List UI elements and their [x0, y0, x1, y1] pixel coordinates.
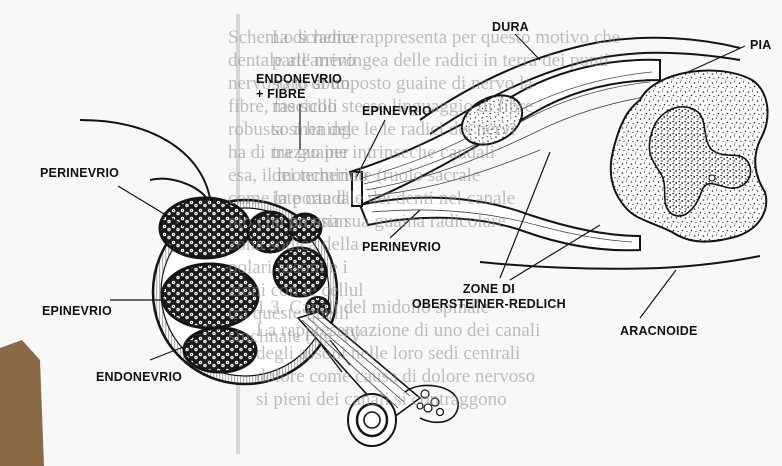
- label-epinevrio-top: EPINEVRIO: [362, 104, 432, 119]
- label-aracnoide: ARACNOIDE: [620, 324, 698, 339]
- bg-line: inte caudale dei denti nel canale: [272, 187, 620, 210]
- background-text-mid: 1.3. Canali del midollo spinale La rappr…: [256, 296, 540, 411]
- label-zone-obersteiner-redlich: ZONE DI OBERSTEINER-REDLICH: [412, 282, 566, 312]
- photo-corner: [0, 340, 44, 466]
- central-canal: [709, 175, 715, 181]
- bg-line: tra guaine intrinseche caudali: [272, 141, 620, 164]
- bg-line: si pieni dei canali si contraggono: [256, 388, 540, 411]
- bg-line: so meninge le le radici dei nervi: [272, 118, 620, 141]
- bg-line: zona sodica della: [228, 233, 368, 256]
- label-epinevrio-left: EPINEVRIO: [42, 304, 112, 319]
- label-endonevrio-bottom: ENDONEVRIO: [96, 370, 182, 385]
- label-zone-line1: ZONE DI: [412, 282, 566, 297]
- bg-line: La rappresentazione di uno dei canali: [256, 319, 540, 342]
- bg-line: si ha una sua guaina radicolare: [272, 210, 620, 233]
- label-perinevrio-left: PERINEVRIO: [40, 166, 119, 181]
- bg-line: Lo schema rappresenta per questo motivo …: [272, 26, 620, 49]
- label-perinevrio-center: PERINEVRIO: [362, 240, 441, 255]
- bg-line: polari assoni e i: [228, 256, 368, 279]
- label-endonevrio-fibre: ENDONEVRIO + FIBRE: [256, 72, 342, 102]
- bg-line: dolore come causa di dolore nervoso: [256, 365, 540, 388]
- label-zone-line2: OBERSTEINER-REDLICH: [412, 297, 566, 312]
- bg-line: dei terminale (ruolo sacrale: [272, 164, 620, 187]
- label-dura: DURA: [492, 20, 529, 35]
- label-pia: PIA: [750, 38, 771, 53]
- label-endonevrio-fibre-line2: + FIBRE: [256, 87, 342, 102]
- label-endonevrio-fibre-line1: ENDONEVRIO: [256, 72, 342, 87]
- background-text-right: Lo schema rappresenta per questo motivo …: [272, 26, 620, 233]
- bg-line: parte meningea delle radici in terra dei…: [272, 49, 620, 72]
- bg-line: degli assoni nelle loro sedi centrali: [256, 342, 540, 365]
